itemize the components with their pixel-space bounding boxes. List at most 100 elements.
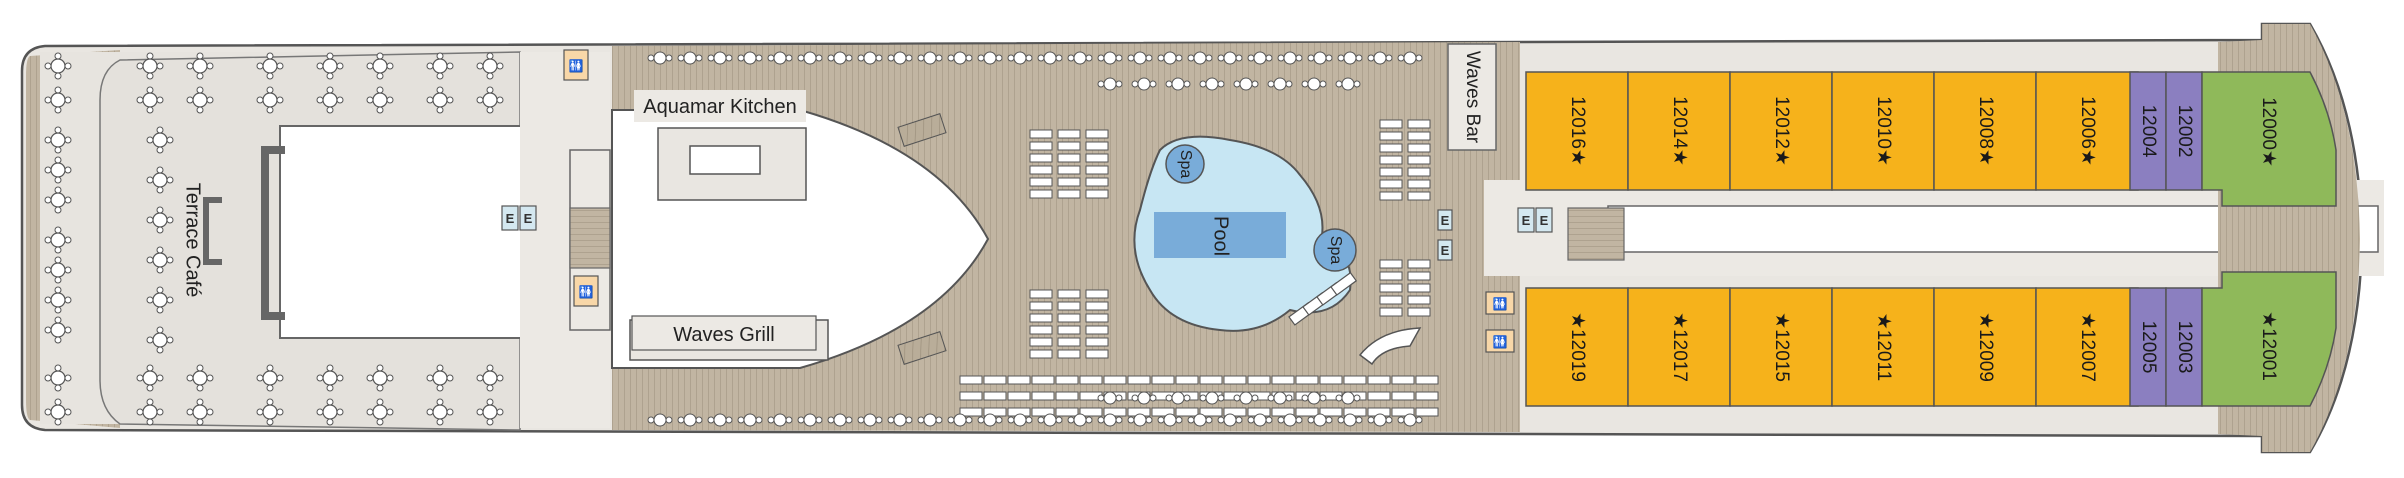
chair (767, 54, 775, 62)
chair (1115, 416, 1123, 424)
cabin[interactable] (1525, 71, 1629, 191)
chair (486, 418, 494, 426)
chair (486, 72, 494, 80)
chair (486, 398, 494, 406)
chair (436, 72, 444, 80)
terrace-cafe-label[interactable]: Terrace Café (182, 183, 204, 298)
cabin[interactable] (1627, 71, 1731, 191)
chair (797, 54, 805, 62)
chair (136, 62, 144, 70)
chair (136, 408, 144, 416)
chair (476, 374, 484, 382)
dining-table (152, 332, 168, 348)
cabin[interactable] (1729, 71, 1833, 191)
dining-table (372, 58, 388, 74)
chair (156, 146, 164, 154)
chair (486, 52, 494, 60)
chair (1127, 416, 1135, 424)
lounger (1379, 191, 1403, 201)
lounger (1057, 129, 1081, 139)
cabin-12001[interactable] (2201, 271, 2337, 407)
chair (44, 236, 52, 244)
chair (376, 364, 384, 372)
chair (647, 54, 655, 62)
chair (326, 398, 334, 406)
chair (1301, 394, 1309, 402)
waves-grill-label[interactable]: Waves Grill (673, 324, 774, 346)
table (863, 413, 877, 427)
table (1313, 51, 1327, 65)
dining-table (50, 58, 66, 74)
chair (366, 408, 374, 416)
chair (376, 106, 384, 114)
chair (436, 398, 444, 406)
lounger (1379, 155, 1403, 165)
chair (44, 196, 52, 204)
table (683, 51, 697, 65)
table (1137, 77, 1151, 91)
cabin[interactable] (1525, 287, 1629, 407)
pool-label[interactable]: Pool (1210, 216, 1232, 256)
spa-label[interactable]: Spa (1177, 150, 1194, 179)
chair (206, 62, 214, 70)
elevator-label: E (1441, 243, 1450, 258)
chair (1085, 416, 1093, 424)
lounger (1407, 143, 1431, 153)
chair (436, 86, 444, 94)
cabin[interactable] (1831, 287, 1935, 407)
cabin-label: 12002 (2174, 105, 2195, 158)
chair (1335, 80, 1343, 88)
aquamar-kitchen-label[interactable]: Aquamar Kitchen (643, 96, 796, 118)
chair (476, 96, 484, 104)
chair (146, 86, 154, 94)
chair (266, 398, 274, 406)
chair (1251, 80, 1259, 88)
chair (1217, 80, 1225, 88)
chair (44, 296, 52, 304)
chair (665, 54, 673, 62)
cabin-label: 12003 (2174, 321, 2195, 374)
cabin-12000[interactable] (2201, 71, 2337, 207)
terrace-cafe-indoor (279, 125, 551, 339)
lounger (1223, 375, 1247, 385)
chair (1415, 416, 1423, 424)
chair (1183, 80, 1191, 88)
chair (54, 52, 62, 60)
lounger (1031, 391, 1055, 401)
cabin[interactable] (1933, 71, 2037, 191)
chair (677, 54, 685, 62)
dining-table (142, 404, 158, 420)
cabin-12004[interactable] (2129, 71, 2167, 191)
lounger (1029, 349, 1053, 359)
lounger (1391, 391, 1415, 401)
chair (1267, 80, 1275, 88)
chair (446, 374, 454, 382)
cabin[interactable] (1933, 287, 2037, 407)
chair (1301, 80, 1309, 88)
table (1205, 77, 1219, 91)
chair (196, 398, 204, 406)
waves-bar-label[interactable]: Waves Bar (1462, 51, 1483, 144)
chair (1325, 54, 1333, 62)
lounger (1085, 141, 1109, 151)
cabin[interactable] (2035, 71, 2139, 191)
chair (426, 408, 434, 416)
chair (146, 364, 154, 372)
cabin-12003[interactable] (2165, 287, 2203, 407)
table (1239, 77, 1253, 91)
elevator-bank-aft: E E (501, 205, 537, 231)
cabin[interactable] (1831, 71, 1935, 191)
chair (476, 408, 484, 416)
lounger (1407, 259, 1431, 269)
chair (54, 398, 62, 406)
cabin[interactable] (2035, 287, 2139, 407)
table (1043, 51, 1057, 65)
table (1073, 413, 1087, 427)
chair (54, 186, 62, 194)
lounger (1415, 391, 1439, 401)
elevator-bank-fwd: E E (1517, 207, 1553, 233)
chair (326, 72, 334, 80)
chair (935, 54, 943, 62)
cabin-12002[interactable] (2165, 71, 2203, 191)
spa-label[interactable]: Spa (1327, 236, 1344, 265)
